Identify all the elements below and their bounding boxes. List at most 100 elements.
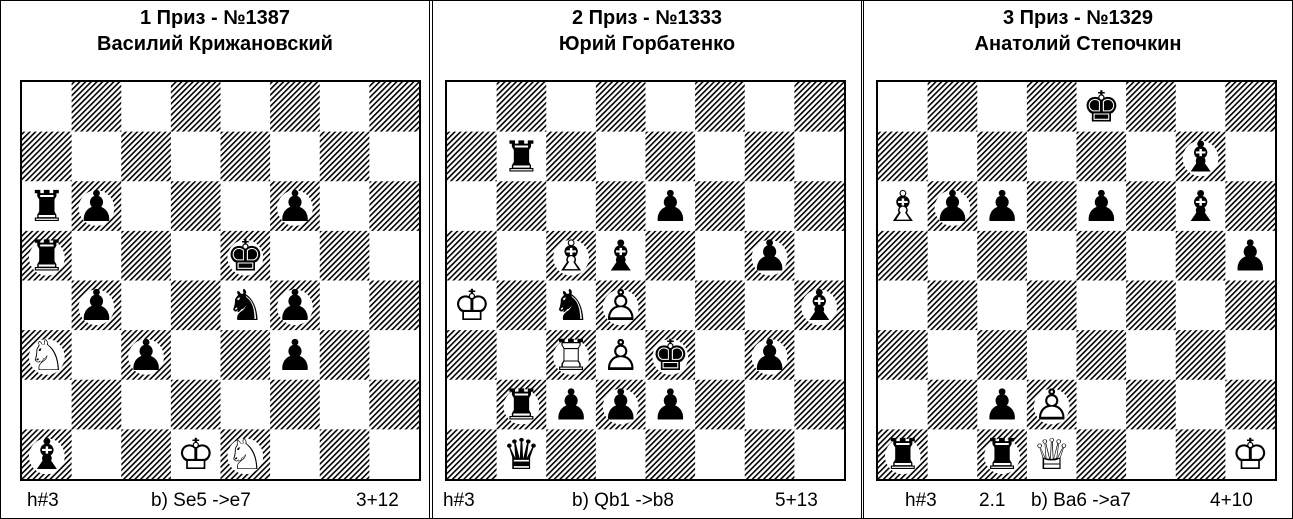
light-square <box>794 429 844 479</box>
dark-square <box>171 82 221 132</box>
black-bishop-piece: ♝ <box>800 281 838 331</box>
black-rook-piece: ♜ <box>28 232 66 282</box>
light-square <box>369 429 419 479</box>
dark-square <box>646 231 696 281</box>
piece-count: 4+10 <box>1210 490 1253 512</box>
dark-square <box>447 330 497 380</box>
piece-count: 5+13 <box>775 490 818 512</box>
light-square <box>1027 231 1077 281</box>
black-rook-piece: ♜ <box>502 380 540 430</box>
piece-count: 3+12 <box>356 490 399 512</box>
dark-square <box>928 281 978 331</box>
problem-title: 1 Приз - №1387 <box>1 6 429 30</box>
light-square <box>369 330 419 380</box>
light-square <box>695 132 745 182</box>
light-square <box>794 132 844 182</box>
light-square <box>977 82 1027 132</box>
dark-square <box>1225 281 1275 331</box>
light-square <box>320 82 370 132</box>
chess-board: ♚♝♗♟♟♟♝♟♟♙♜♜♕♔ <box>876 80 1277 481</box>
dark-square <box>121 231 171 281</box>
dark-square <box>794 82 844 132</box>
light-square <box>447 82 497 132</box>
white-knight-piece: ♘ <box>28 331 66 381</box>
dark-square <box>221 330 271 380</box>
light-square <box>928 330 978 380</box>
problem-author: Анатолий Степочкин <box>864 32 1292 56</box>
dark-square <box>878 132 928 182</box>
twin-condition: b) Ba6 ->a7 <box>1031 490 1131 512</box>
board-svg: ♜♟♟♜♚♟♞♟♘♟♟♝♔♘♝ <box>22 82 419 479</box>
chess-board: ♜♟♟♜♚♟♞♟♘♟♟♝♔♘♝ <box>20 80 421 481</box>
dark-square <box>646 429 696 479</box>
black-pawn-piece: ♟ <box>127 331 165 381</box>
dark-square <box>695 181 745 231</box>
light-square <box>270 429 320 479</box>
dark-square <box>1027 181 1077 231</box>
problem-title: 3 Приз - №1329 <box>864 6 1292 30</box>
light-square <box>1126 330 1176 380</box>
light-square <box>794 330 844 380</box>
dark-square <box>121 429 171 479</box>
black-pawn-piece: ♟ <box>1231 232 1269 282</box>
black-pawn-piece: ♟ <box>933 182 971 232</box>
black-knight-piece: ♞ <box>552 281 590 331</box>
dark-square <box>22 132 72 182</box>
dark-square <box>121 132 171 182</box>
black-pawn-piece: ♟ <box>651 182 689 232</box>
black-pawn-piece: ♟ <box>602 380 640 430</box>
light-square <box>1126 429 1176 479</box>
dark-square <box>928 380 978 430</box>
dark-square <box>1225 380 1275 430</box>
light-square <box>878 281 928 331</box>
black-pawn-piece: ♟ <box>552 380 590 430</box>
light-square <box>1077 281 1127 331</box>
light-square <box>320 281 370 331</box>
light-square <box>928 132 978 182</box>
light-square <box>1176 281 1226 331</box>
light-square <box>22 281 72 331</box>
light-square <box>121 82 171 132</box>
dark-square <box>596 82 646 132</box>
stipulation: h#3 <box>905 490 937 512</box>
dark-square <box>1176 330 1226 380</box>
dark-square <box>977 231 1027 281</box>
dark-square <box>646 132 696 182</box>
light-square <box>546 181 596 231</box>
dark-square <box>320 132 370 182</box>
stipulation: h#3 <box>443 490 475 512</box>
light-square <box>596 429 646 479</box>
light-square <box>171 132 221 182</box>
light-square <box>121 380 171 430</box>
problem-panel-2: 2 Приз - №1333 Юрий Горбатенко ♜♟♗♝♟♔♞♙♝… <box>432 0 862 519</box>
dark-square <box>745 132 795 182</box>
black-king-piece: ♚ <box>226 232 264 282</box>
dark-square <box>171 281 221 331</box>
dark-square <box>72 82 122 132</box>
white-bishop-piece: ♗ <box>884 182 922 232</box>
dark-square <box>447 132 497 182</box>
black-pawn-piece: ♟ <box>276 331 314 381</box>
light-square <box>1176 82 1226 132</box>
dark-square <box>221 132 271 182</box>
light-square <box>497 231 547 281</box>
white-pawn-piece: ♙ <box>602 331 640 381</box>
white-knight-piece: ♘ <box>226 430 264 479</box>
dark-square <box>1077 231 1127 281</box>
dark-square <box>369 380 419 430</box>
light-square <box>745 181 795 231</box>
light-square <box>72 132 122 182</box>
light-square <box>22 82 72 132</box>
black-king-piece: ♚ <box>651 331 689 381</box>
twin-condition: b) Se5 ->e7 <box>151 490 251 512</box>
light-square <box>447 181 497 231</box>
light-square <box>878 82 928 132</box>
light-square <box>270 231 320 281</box>
dark-square <box>1176 429 1226 479</box>
white-king-piece: ♔ <box>1231 430 1269 479</box>
black-pawn-piece: ♟ <box>750 232 788 282</box>
black-rook-piece: ♜ <box>28 182 66 232</box>
problem-panel-3: 3 Приз - №1329 Анатолий Степочкин ♚♝♗♟♟♟… <box>863 0 1293 519</box>
dark-square <box>1126 181 1176 231</box>
